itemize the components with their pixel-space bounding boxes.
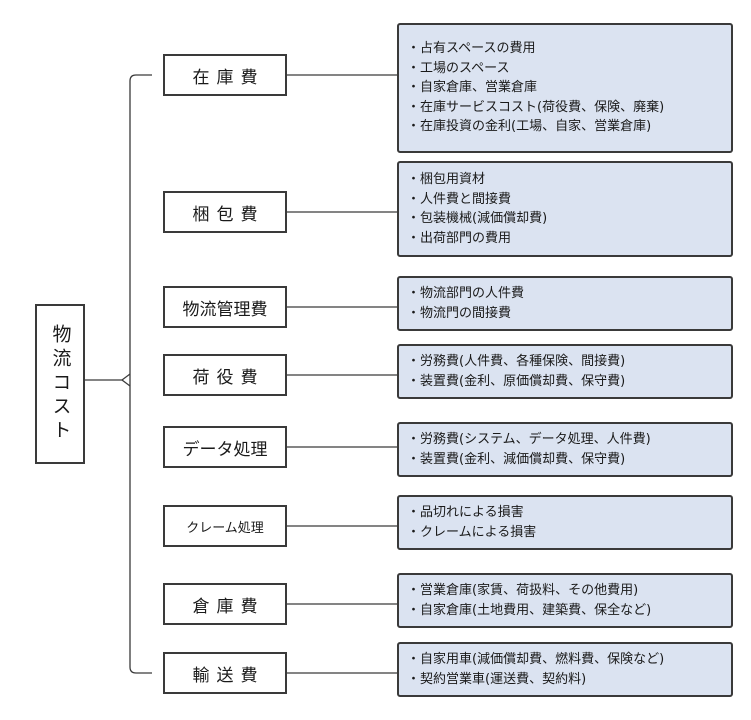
detail-item: ・在庫投資の金利(工場、自家、営業倉庫) (407, 119, 652, 135)
category-box-yuso: 輸送費 (163, 652, 287, 694)
root-node: 物流コスト (35, 304, 85, 464)
detail-item: ・クレームによる損害 (407, 524, 537, 540)
category-label: 倉庫費 (192, 596, 265, 617)
detail-item: ・営業倉庫(家賃、荷扱料、その他費用) (407, 583, 639, 598)
category-label: データ処理 (182, 439, 268, 460)
category-label: 在庫費 (192, 67, 265, 88)
category-box-soko: 倉庫費 (163, 583, 287, 625)
category-label: クレーム処理 (186, 520, 264, 536)
category-label: 物流管理費 (182, 299, 268, 320)
detail-box-konpo: ・梱包用資材・人件費と間接費・包装機械(減価償却費) ・出荷部門の費用 (397, 161, 733, 257)
detail-box-data-shori: ・労務費(システム、データ処理、人件費) ・装置費(金利、減価償却費、保守費) (397, 422, 733, 477)
brace-point (120, 373, 131, 387)
detail-box-yuso: ・自家用車(減価償却費、燃料費、保険など) ・契約営業車(運送費、契約料) (397, 642, 733, 697)
root-label: 物流コスト (49, 324, 72, 444)
detail-item: ・工場のスペース (407, 60, 510, 76)
detail-box-butsuryu-kanri: ・物流部門の人件費・物流門の間接費 (397, 276, 733, 331)
category-box-niyaku: 荷役費 (163, 354, 287, 396)
detail-item: ・労務費(システム、データ処理、人件費) (407, 432, 651, 447)
detail-item: ・自家倉庫(土地費用、建築費、保全など) (407, 602, 652, 618)
category-label: 荷役費 (192, 367, 265, 388)
detail-box-claim-shori: ・品切れによる損害・クレームによる損害 (397, 495, 733, 550)
detail-item: ・契約営業車(運送費、契約料) (407, 671, 587, 687)
detail-item: ・物流部門の人件費 (407, 286, 525, 301)
detail-item: ・人件費と間接費 (407, 191, 512, 207)
detail-item: ・占有スペースの費用 (407, 41, 536, 57)
category-box-claim-shori: クレーム処理 (163, 505, 287, 547)
detail-box-soko: ・営業倉庫(家賃、荷扱料、その他費用) ・自家倉庫(土地費用、建築費、保全など) (397, 573, 733, 628)
detail-box-niyaku: ・労務費(人件費、各種保険、間接費) ・装置費(金利、原価償却費、保守費) (397, 344, 733, 399)
detail-item: ・在庫サービスコスト(荷役費、保険、廃棄) (407, 99, 665, 115)
detail-item: ・自家用車(減価償却費、燃料費、保険など) (407, 652, 665, 667)
category-box-zaiko: 在庫費 (163, 54, 287, 96)
detail-item: ・労務費(人件費、各種保険、間接費) (407, 354, 626, 369)
category-label: 梱包費 (192, 204, 265, 225)
brace-spine (129, 74, 152, 674)
detail-item: ・出荷部門の費用 (407, 230, 512, 246)
detail-item: ・包装機械(減価償却費) (407, 211, 548, 226)
detail-item: ・装置費(金利、減価償却費、保守費) (407, 451, 626, 467)
detail-item: ・装置費(金利、原価償却費、保守費) (407, 373, 626, 389)
category-label: 輸送費 (192, 665, 265, 686)
detail-item: ・品切れによる損害 (407, 505, 524, 520)
detail-item: ・梱包用資材 (407, 172, 486, 187)
category-box-data-shori: データ処理 (163, 426, 287, 468)
category-box-konpo: 梱包費 (163, 191, 287, 233)
detail-item: ・物流門の間接費 (407, 305, 512, 321)
category-box-butsuryu-kanri: 物流管理費 (163, 286, 287, 328)
detail-box-zaiko: ・占有スペースの費用・工場のスペース・自家倉庫、営業倉庫・在庫サービスコスト(荷… (397, 23, 733, 153)
detail-item: ・自家倉庫、営業倉庫 (407, 80, 538, 96)
